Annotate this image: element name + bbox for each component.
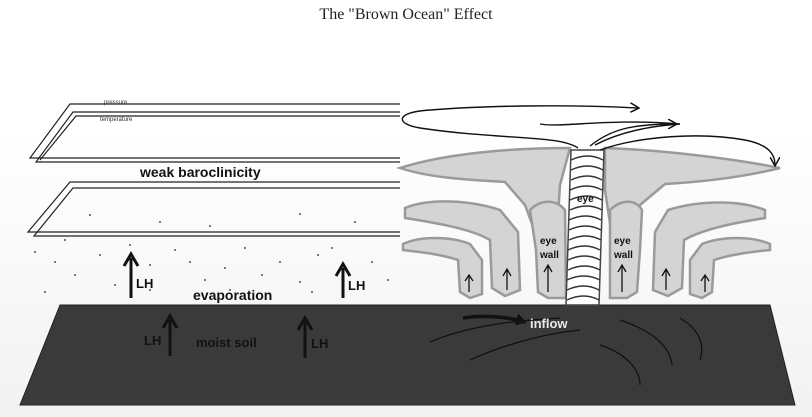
lh-label-ground-left: LH [144, 333, 161, 348]
lh-arrow-ground-right [296, 315, 314, 358]
ground-slab [19, 304, 796, 406]
cloud-band-left-3 [401, 236, 484, 300]
cloud-band-right-3 [688, 236, 772, 300]
eye-column [565, 149, 605, 306]
eye-wall-left [528, 200, 568, 300]
eye-wall-label-left-2: wall [539, 250, 559, 261]
inflow-swirl [429, 317, 703, 386]
eye-label: eye [577, 194, 594, 205]
eye-wall-label-left-1: eye [540, 236, 557, 247]
eye-wall-right [608, 200, 644, 300]
lh-label-ground-right: LH [311, 336, 328, 351]
updraft-arrows [464, 263, 710, 292]
pressure-temperature-planes [26, 103, 400, 237]
lh-label-left: LH [136, 276, 153, 291]
moisture-dots [34, 213, 389, 293]
diagram-title: The "Brown Ocean" Effect [319, 6, 493, 23]
pressure-label: pressure [104, 100, 128, 106]
inflow-arrow [462, 313, 527, 326]
moist-soil-label: moist soil [196, 335, 257, 350]
outflow-canopy-left [395, 146, 572, 253]
lh-arrow-right [334, 261, 352, 298]
outflow-canopy-right [603, 146, 781, 252]
cloud-band-left-2 [403, 200, 522, 298]
eye-wall-label-right-2: wall [613, 250, 633, 261]
lh-label-right: LH [348, 278, 365, 293]
eye-wall-label-right-1: eye [614, 236, 631, 247]
evaporation-label: evaporation [193, 287, 272, 303]
temperature-label: temperature [100, 117, 133, 123]
weak-baroclinicity-label: weak baroclinicity [139, 164, 261, 180]
cyclone-cloud-bands [395, 146, 781, 300]
lh-arrow-left [122, 251, 140, 298]
outflow-arrows [401, 106, 775, 165]
inflow-label: inflow [530, 316, 568, 331]
lh-arrow-ground-left [161, 313, 179, 356]
cloud-band-right-2 [651, 201, 767, 298]
